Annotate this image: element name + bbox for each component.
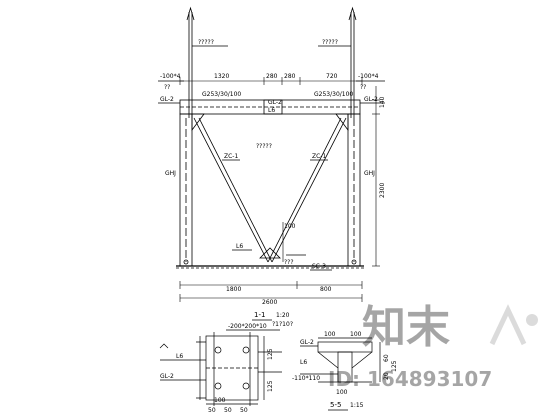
label-top-right: ????? (322, 39, 338, 46)
dim-1800: 1800 (226, 286, 241, 293)
label-plate-bottom: -200*200*10 (228, 323, 267, 330)
right-mast-tip (348, 6, 357, 21)
dim-100b: 100 (214, 397, 226, 404)
label-gl2-br: GL-2 (300, 339, 314, 346)
dim-100c: 100 (324, 331, 336, 338)
watermark-logo-icon (489, 304, 538, 346)
brace-right-edge (267, 117, 342, 263)
section-5-5 (300, 337, 381, 383)
dim-100e: 100 (336, 389, 348, 396)
label-l6: L6 (268, 107, 275, 114)
section-1-title: 1-1 (254, 311, 265, 319)
label-l6-bottom: L6 (236, 243, 243, 250)
dim-720: 720 (326, 73, 338, 80)
detail-tick-marks (196, 341, 206, 399)
label-l6-br: L6 (300, 359, 307, 366)
label-sub-right: ?? (360, 84, 366, 91)
top-dimensions (179, 77, 380, 302)
elevation-1-1 (158, 6, 385, 271)
section-5-labels: 100 100 GL-2 L6 -110*110 100 60 20 125 5… (292, 331, 398, 409)
watermark-id: ID: 164893107 (328, 367, 492, 391)
section-5-stiffeners (317, 351, 373, 369)
label-gl2-mid: GL-2 (268, 99, 282, 106)
dim-2300: 2300 (379, 183, 386, 198)
label-plate-left: -100*4 (160, 73, 181, 80)
watermark: 知末 ID: 164893107 (328, 302, 538, 391)
section-5-title: 5-5 (330, 401, 341, 409)
brace-right (271, 117, 347, 263)
top-right-gusset (335, 113, 349, 132)
base-bolt-left (183, 259, 189, 265)
dim-100d: 100 (350, 331, 362, 338)
dim-280b: 280 (284, 73, 296, 80)
label-gl2-bl: GL-2 (160, 373, 174, 380)
brace-left-edge (198, 117, 273, 263)
dim-280a: 280 (266, 73, 278, 80)
label-mid-mark: ????? (256, 143, 272, 150)
detail-base-plate (159, 329, 282, 406)
bolt-4 (242, 382, 250, 390)
detail-ref-arrow (159, 343, 169, 349)
left-mast-tip (186, 6, 195, 21)
label-g253-right: G253/30/100 (314, 91, 353, 98)
dim-1320: 1320 (214, 73, 229, 80)
dim-20: 20 (383, 372, 390, 380)
top-left-gusset (191, 113, 205, 132)
label-sc3: SC-3 (312, 263, 326, 270)
bolt-1 (214, 346, 222, 354)
label-zc1-left: ZC-1 (224, 153, 238, 160)
label-zc1-right: ZC-1 (312, 153, 326, 160)
dim-50c: 50 (240, 407, 248, 414)
section-5-scale: 1:15 (350, 402, 364, 409)
bolt-2 (242, 346, 250, 354)
detail-base-plate-labels: -200*200*10 L6 GL-2 50 50 50 100 125 125 (160, 323, 274, 414)
dim-800: 800 (320, 286, 332, 293)
label-ghj-right: GHJ (364, 170, 375, 177)
bolt-3 (214, 382, 222, 390)
elevation-labels: ????? ????? -100*4 ?? -100*4 ?? 1320 280… (160, 39, 386, 328)
label-plate-right: -100*4 (358, 73, 379, 80)
dim-125c: 125 (391, 360, 398, 372)
dim-50b: 50 (224, 407, 232, 414)
label-top-left: ????? (198, 39, 214, 46)
section-1-scale: 1:20 (276, 312, 290, 319)
dim-100-mid: 100 (284, 223, 296, 230)
dim-125b: 125 (267, 380, 274, 392)
label-gl2-left: GL-2 (160, 96, 174, 103)
section-1-sub: ?1?10? (272, 321, 293, 328)
bottom-gusset (259, 247, 281, 259)
label-base-mark: ??? (284, 259, 294, 266)
label-g253-left: G253/30/100 (202, 91, 241, 98)
label-gl2-right: GL-2 (364, 96, 378, 103)
brace-left (193, 117, 269, 263)
base-bolt-right (351, 259, 357, 265)
label-l6-bl: L6 (176, 353, 183, 360)
dim-50a: 50 (208, 407, 216, 414)
label-ghj-left: GHJ (165, 170, 176, 177)
dim-125a: 125 (267, 348, 274, 360)
label-sub-left: ?? (164, 84, 170, 91)
label-plate-bottom-r: -110*110 (292, 375, 320, 382)
beam-splice-plate (263, 99, 283, 115)
dim-60: 60 (383, 354, 390, 362)
dim-2600: 2600 (262, 299, 277, 306)
watermark-brand: 知末 (362, 302, 450, 353)
dim-140: 140 (379, 96, 386, 108)
